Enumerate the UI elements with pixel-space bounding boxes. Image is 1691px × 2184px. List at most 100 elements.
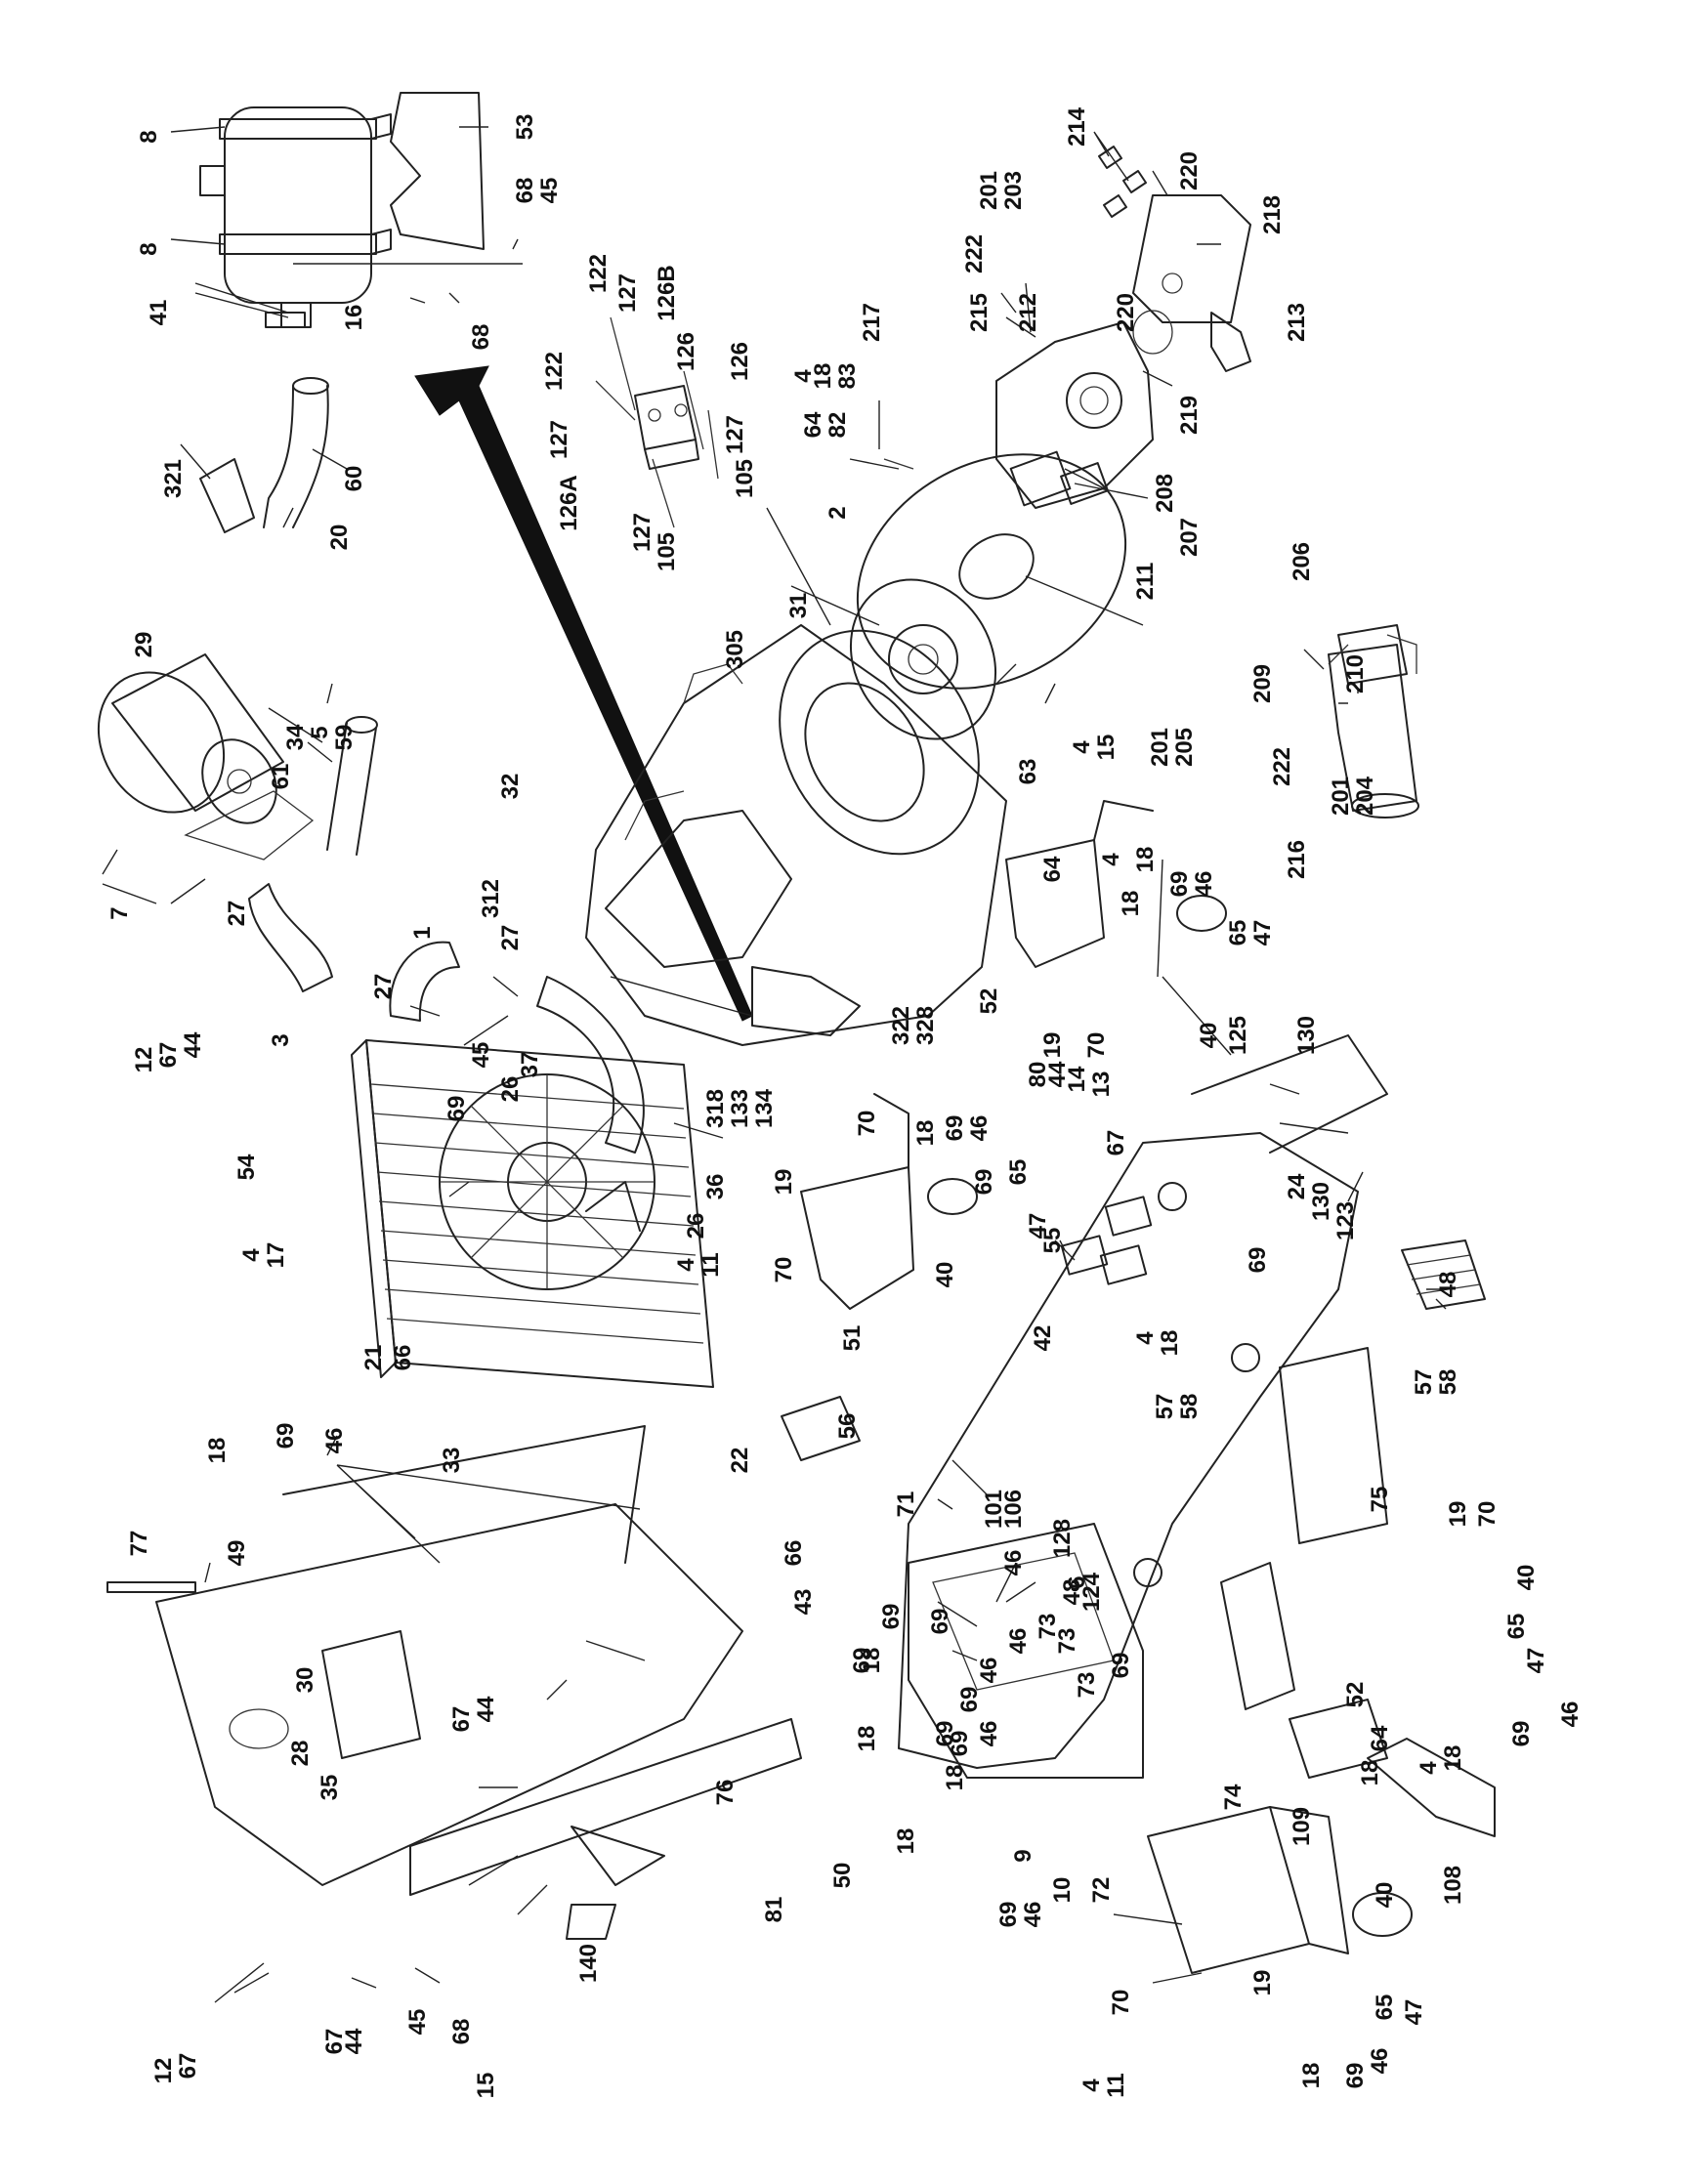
part-callout-46: 46 [321,1428,348,1454]
adapter-plate [856,453,1127,690]
part-callout-75: 75 [1367,1487,1393,1513]
part-callout-27: 27 [497,925,524,951]
part-callout-26: 26 [683,1213,709,1239]
part-callout-47: 47 [1249,920,1276,946]
part-callout-18: 18 [912,1120,939,1147]
part-callout-4: 4 [1098,853,1124,866]
part-callout-69: 69 [942,1115,968,1142]
part-callout-105: 105 [654,532,680,571]
part-callout-18: 18 [942,1765,968,1791]
part-callout-60: 60 [341,466,367,492]
upper-radiator-hose [536,976,645,1232]
part-callout-219: 219 [1176,396,1203,435]
part-callout-18: 18 [1118,891,1144,917]
part-callout-69: 69 [1342,2063,1369,2089]
intake-hoses [184,716,460,1022]
part-callout-53: 53 [512,114,538,141]
part-callout-61: 61 [268,764,294,790]
part-callout-201: 201 [1328,777,1354,816]
part-callout-69: 69 [444,1096,470,1122]
part-callout-3: 3 [268,1033,294,1046]
part-callout-122: 122 [541,352,568,391]
part-callout-66: 66 [781,1540,807,1567]
part-callout-40: 40 [932,1262,958,1288]
part-callout-222: 222 [1269,747,1295,786]
part-callout-26: 26 [497,1076,524,1103]
engine-mount-bracket-right [1005,800,1227,968]
part-callout-19: 19 [1249,1970,1276,1996]
part-callout-5: 5 [307,726,333,738]
drive-coupling [849,578,997,740]
part-callout-27: 27 [370,974,397,1000]
part-callout-52: 52 [976,988,1002,1015]
part-callout-57: 57 [1152,1394,1178,1420]
air-cleaner [97,653,284,824]
part-callout-214: 214 [1064,106,1090,147]
part-callout-126: 126 [727,342,753,381]
part-callout-21: 21 [360,1345,387,1371]
heat-shield [390,92,485,250]
part-callout-68: 68 [512,178,538,204]
part-callout-128: 128 [1049,1519,1076,1558]
part-callout-4: 4 [1069,740,1095,754]
part-callout-127: 127 [546,420,572,459]
part-callout-126a: 126A [556,475,582,530]
hydraulic-pump [995,321,1154,509]
part-callout-18: 18 [854,1726,880,1752]
part-callout-133: 133 [727,1089,753,1128]
part-callout-127: 127 [629,513,655,552]
part-callout-4: 4 [1132,1331,1159,1345]
part-callout-34: 34 [282,724,309,750]
part-callout-70: 70 [771,1257,797,1283]
part-callout-105: 105 [732,459,758,498]
part-callout-69: 69 [1508,1721,1535,1747]
part-callout-43: 43 [790,1589,817,1616]
part-callout-318: 318 [702,1089,729,1128]
part-callout-70: 70 [854,1111,880,1137]
part-callout-18: 18 [859,1648,885,1674]
part-callout-33: 33 [439,1448,465,1474]
solenoid-box [781,1396,861,1461]
part-callout-67: 67 [321,2029,348,2055]
part-callout-322: 322 [888,1006,914,1045]
part-callout-208: 208 [1152,474,1178,513]
part-callout-4: 4 [790,369,817,383]
part-callout-69: 69 [971,1169,997,1196]
part-callout-24: 24 [1284,1173,1310,1199]
part-callout-140: 140 [575,1944,602,1983]
part-callout-51: 51 [839,1325,866,1352]
part-callout-8: 8 [136,130,162,143]
part-callout-46: 46 [1005,1628,1032,1655]
part-callout-321: 321 [160,459,187,498]
part-callout-52: 52 [1342,1682,1369,1708]
base-frame [898,1034,1388,1769]
part-callout-40: 40 [1513,1565,1540,1591]
part-callout-14: 14 [1064,1066,1090,1092]
part-callout-4: 4 [673,1258,699,1272]
part-callout-65: 65 [1225,920,1251,946]
leader-lines [102,126,1447,2003]
part-callout-11: 11 [1103,2073,1129,2097]
part-callout-83: 83 [834,363,861,390]
part-callout-106: 106 [1000,1490,1027,1529]
part-callout-124: 124 [1078,1572,1105,1612]
part-callout-126: 126 [673,332,699,371]
side-panels [1220,1347,1496,1837]
part-callout-125: 125 [1225,1016,1251,1055]
part-callout-216: 216 [1284,840,1310,879]
part-callout-69: 69 [995,1902,1022,1928]
part-callout-64: 64 [1039,856,1066,882]
part-callout-210: 210 [1342,654,1369,693]
part-callout-67: 67 [448,1706,475,1733]
part-callout-201: 201 [976,171,1002,210]
part-callout-30: 30 [292,1667,318,1694]
part-callout-127: 127 [722,415,748,454]
part-callout-70: 70 [1083,1032,1110,1059]
part-callout-18: 18 [1157,1330,1183,1357]
part-callout-74: 74 [1220,1784,1247,1810]
exhaust-pipe [199,312,329,533]
part-callout-18: 18 [1357,1760,1383,1786]
engine-mount-bracket-left [800,1093,978,1310]
part-callout-48: 48 [1059,1579,1085,1606]
